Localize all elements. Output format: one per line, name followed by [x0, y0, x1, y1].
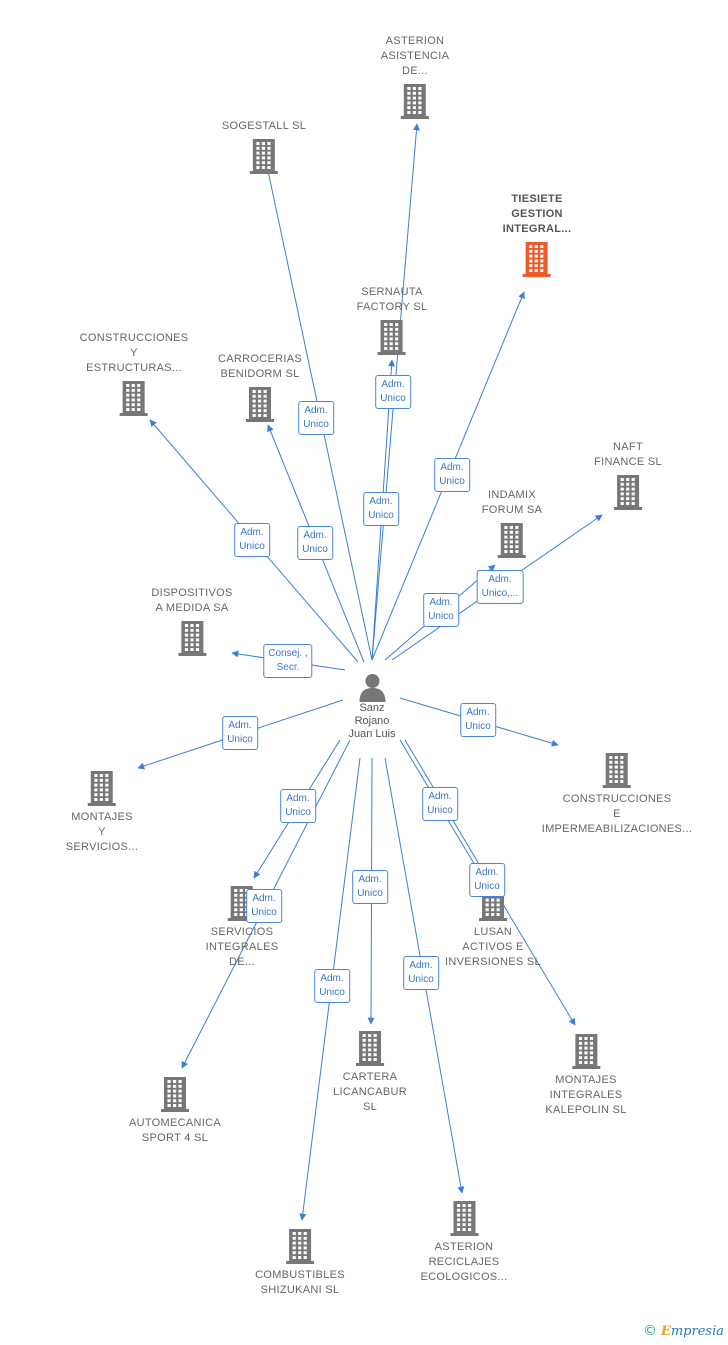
- company-name: AUTOMECANICA SPORT 4 SL: [128, 1117, 222, 1144]
- company-node-construcciones-impermeabilizaciones[interactable]: CONSTRUCCIONES E IMPERMEABILIZACIONES...: [542, 752, 693, 837]
- company-node-asterion-reciclajes[interactable]: ASTERION RECICLAJES ECOLOGICOS...: [420, 1200, 507, 1285]
- building-icon: [356, 1031, 384, 1066]
- company-name: SERNAUTA FACTORY SL: [356, 286, 428, 313]
- role-label-lusan[interactable]: Adm. Unico: [422, 787, 458, 821]
- company-name: CARTERA LICANCABUR SL: [333, 1071, 407, 1113]
- building-icon: [378, 320, 406, 355]
- center-person-node[interactable]: Sanz Rojano Juan Luis: [348, 672, 396, 741]
- role-label-cartera[interactable]: Adm. Unico: [352, 870, 388, 904]
- person-name: Sanz Rojano Juan Luis: [348, 702, 396, 740]
- building-icon: [245, 387, 274, 422]
- person-icon: [359, 674, 385, 702]
- building-icon: [177, 621, 206, 656]
- company-node-montajes-servicios[interactable]: MONTAJES Y SERVICIOS...: [66, 770, 138, 855]
- building-icon: [285, 1229, 314, 1264]
- company-node-carrocerias[interactable]: CARROCERIAS BENIDORM SL: [218, 352, 302, 422]
- copyright-symbol: ©: [642, 1323, 657, 1339]
- company-node-sogestall[interactable]: SOGESTALL SL: [222, 119, 306, 174]
- role-label-servicios-integrales[interactable]: Adm. Unico: [280, 789, 316, 823]
- company-node-indamix[interactable]: INDAMIX FORUM SA: [482, 488, 542, 558]
- company-name: DISPOSITIVOS A MEDIDA SA: [151, 587, 233, 614]
- company-node-combustibles[interactable]: COMBUSTIBLES SHIZUKANI SL: [255, 1228, 345, 1298]
- role-label-naft[interactable]: Adm. Unico: [423, 593, 459, 627]
- role-label-construcciones-impermeabilizaciones[interactable]: Adm. Unico: [460, 703, 496, 737]
- company-node-naft[interactable]: NAFT FINANCE SL: [594, 440, 662, 510]
- company-node-automecanica[interactable]: AUTOMECANICA SPORT 4 SL: [129, 1076, 221, 1146]
- company-name: ASTERION RECICLAJES ECOLOGICOS...: [420, 1241, 508, 1283]
- company-name: SOGESTALL SL: [221, 120, 307, 132]
- company-node-lusan[interactable]: LUSAN ACTIVOS E INVERSIONES SL: [445, 885, 541, 970]
- brand-logo[interactable]: Empresia: [660, 1323, 724, 1339]
- building-icon: [161, 1077, 189, 1112]
- role-label-sernauta[interactable]: Adm. Unico: [363, 492, 399, 526]
- company-node-asterion-asistencia[interactable]: ASTERION ASISTENCIA DE...: [381, 34, 449, 119]
- building-icon: [120, 381, 148, 416]
- role-label-asterion-reciclajes[interactable]: Adm. Unico: [403, 956, 439, 990]
- company-name: CARROCERIAS BENIDORM SL: [218, 353, 302, 380]
- role-label-tiesiete[interactable]: Adm. Unico: [434, 458, 470, 492]
- company-name: COMBUSTIBLES SHIZUKANI SL: [255, 1269, 345, 1296]
- company-name: MONTAJES Y SERVICIOS...: [65, 811, 139, 853]
- role-label-carrocerias[interactable]: Adm. Unico: [297, 526, 333, 560]
- company-name: CONSTRUCCIONES E IMPERMEABILIZACIONES...: [541, 793, 693, 835]
- footer-brand: © Empresia: [643, 1323, 724, 1339]
- building-icon: [401, 84, 429, 119]
- role-label-sogestall[interactable]: Adm. Unico: [298, 401, 334, 435]
- building-icon: [602, 753, 631, 788]
- company-node-construcciones-estructuras[interactable]: CONSTRUCCIONES Y ESTRUCTURAS...: [80, 331, 189, 416]
- role-label-indamix[interactable]: Adm. Unico,...: [476, 570, 524, 604]
- company-name: NAFT FINANCE SL: [594, 441, 662, 468]
- building-icon: [498, 523, 526, 558]
- company-name: CONSTRUCCIONES Y ESTRUCTURAS...: [79, 332, 189, 374]
- role-label-asterion-asistencia[interactable]: Adm. Unico: [375, 375, 411, 409]
- building-icon: [250, 139, 278, 174]
- building-icon: [87, 771, 116, 806]
- company-name: TIESIETE GESTION INTEGRAL...: [502, 193, 572, 235]
- role-label-montajes-servicios[interactable]: Adm. Unico: [222, 716, 258, 750]
- role-label-montajes-kalepolin[interactable]: Adm. Unico: [469, 863, 505, 897]
- company-node-sernauta[interactable]: SERNAUTA FACTORY SL: [357, 285, 428, 355]
- company-node-dispositivos[interactable]: DISPOSITIVOS A MEDIDA SA: [151, 586, 232, 656]
- company-node-tiesiete[interactable]: TIESIETE GESTION INTEGRAL...: [503, 192, 572, 277]
- role-label-construcciones-estructuras[interactable]: Adm. Unico: [234, 523, 270, 557]
- company-name: SERVICIOS INTEGRALES DE...: [205, 926, 279, 968]
- building-highlight-icon: [522, 242, 551, 277]
- building-icon: [450, 1201, 478, 1236]
- role-label-automecanica[interactable]: Adm. Unico: [246, 889, 282, 923]
- building-icon: [613, 475, 642, 510]
- company-name: LUSAN ACTIVOS E INVERSIONES SL: [445, 926, 541, 968]
- company-name: INDAMIX FORUM SA: [481, 489, 543, 516]
- company-node-cartera[interactable]: CARTERA LICANCABUR SL: [333, 1030, 407, 1115]
- building-icon: [572, 1034, 600, 1069]
- company-node-montajes-kalepolin[interactable]: MONTAJES INTEGRALES KALEPOLIN SL: [545, 1033, 626, 1118]
- role-label-combustibles[interactable]: Adm. Unico: [314, 969, 350, 1003]
- company-name: MONTAJES INTEGRALES KALEPOLIN SL: [545, 1074, 627, 1116]
- company-name: ASTERION ASISTENCIA DE...: [380, 35, 450, 77]
- role-label-dispositivos[interactable]: Consej. , Secr.: [263, 644, 313, 678]
